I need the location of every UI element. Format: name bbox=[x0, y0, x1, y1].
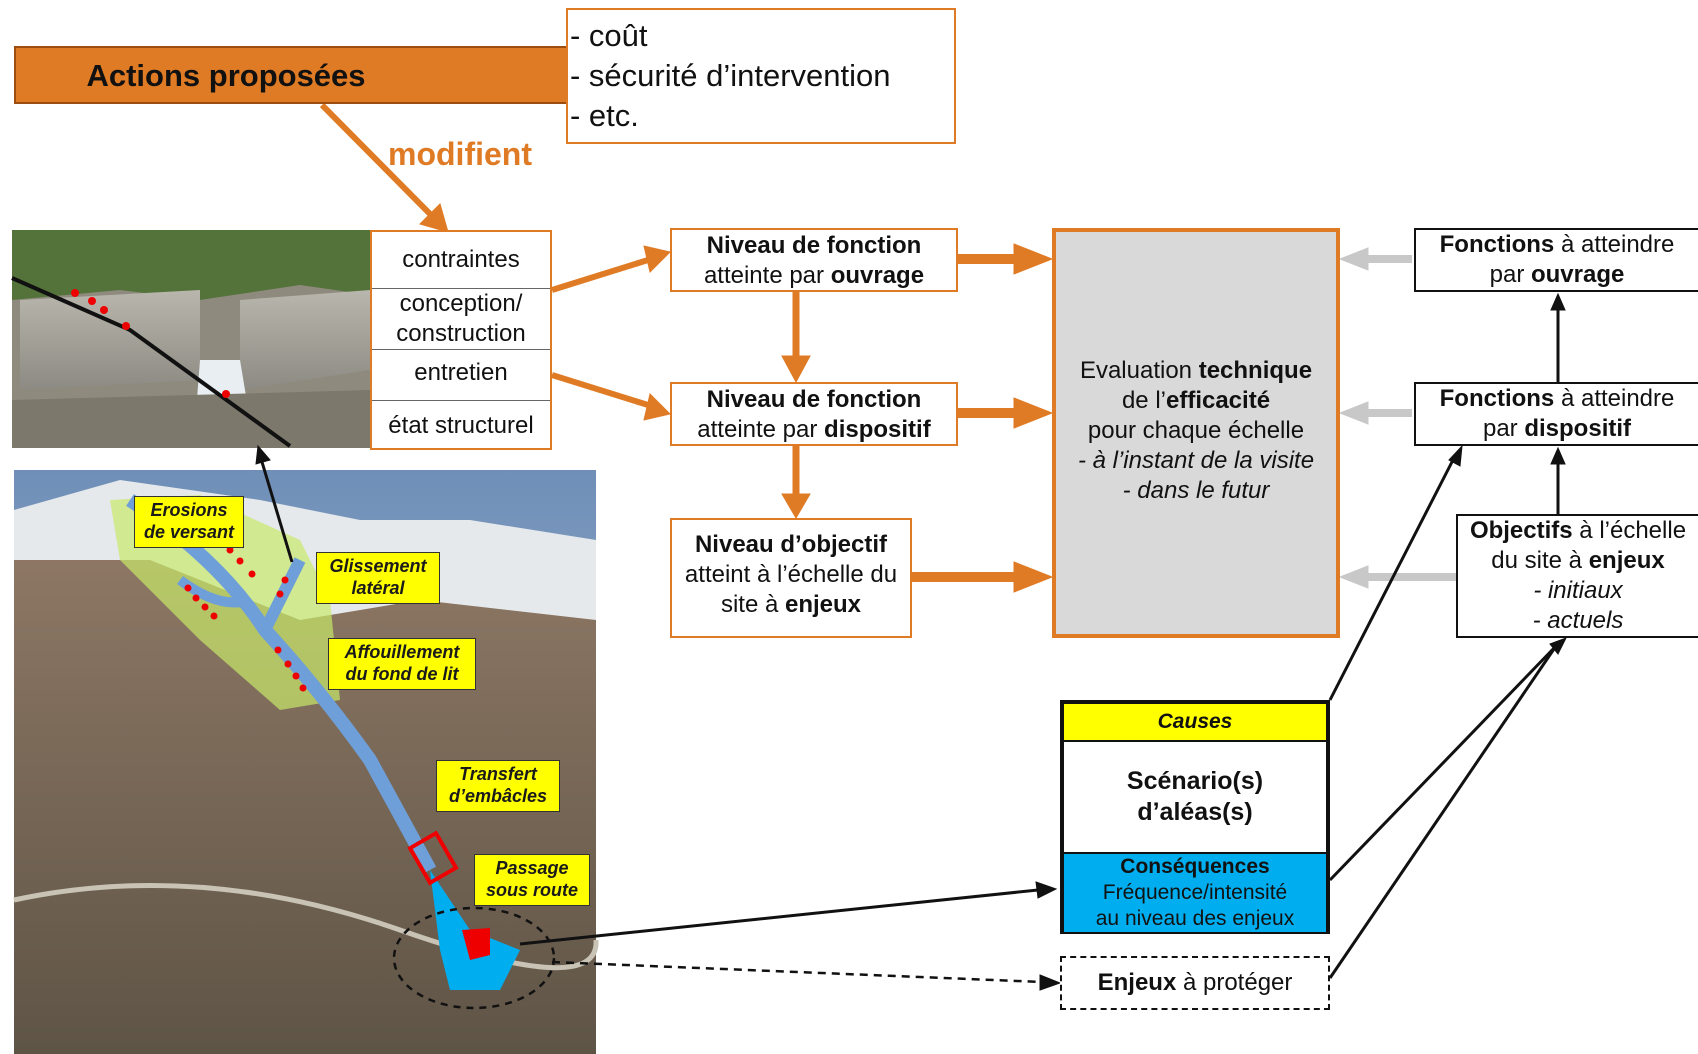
level-dispositif-title: Niveau de fonction bbox=[706, 386, 922, 413]
target-objectifs-line3: - initiaux bbox=[1533, 577, 1623, 604]
orange-arrows bbox=[319, 102, 1054, 593]
label-glissement: Glissement latéral bbox=[316, 552, 440, 604]
level-ouvrage-title: Niveau de fonction bbox=[706, 232, 922, 259]
target-objectifs-box: Objectifs à l’échelle du site à enjeux -… bbox=[1456, 514, 1698, 638]
actions-list-item: - coût bbox=[570, 18, 648, 53]
enjeux-bold: Enjeux bbox=[1097, 969, 1177, 996]
actions-list-box: - coût - sécurité d’intervention - etc. bbox=[566, 8, 956, 144]
label-affouillement: Affouillement du fond de lit bbox=[328, 638, 476, 690]
level-objectif-line2: atteint à l’échelle du bbox=[684, 561, 898, 588]
target-objectifs-line1: Objectifs à l’échelle bbox=[1469, 517, 1687, 544]
level-ouvrage-box: Niveau de fonction atteinte par ouvrage bbox=[670, 228, 958, 292]
evaluation-line1: Evaluation technique bbox=[1079, 357, 1313, 384]
grey-arrows bbox=[1338, 247, 1456, 589]
actions-list-item: - etc. bbox=[570, 98, 639, 133]
structure-item-conception: conception/ construction bbox=[372, 289, 550, 350]
evaluation-line5: - dans le futur bbox=[1122, 477, 1270, 504]
target-objectifs-line4: - actuels bbox=[1532, 607, 1624, 634]
enjeux-rest: à protéger bbox=[1176, 969, 1293, 996]
level-objectif-title: Niveau d’objectif bbox=[694, 531, 888, 558]
consequences-line2: au niveau des enjeux bbox=[1095, 907, 1295, 930]
structure-item-etat: état structurel bbox=[388, 412, 534, 439]
evaluation-line4: - à l’instant de la visite bbox=[1077, 447, 1315, 474]
target-ouvrage-box: Fonctions à atteindre par ouvrage bbox=[1414, 228, 1698, 292]
label-transfert: Transfert d’embâcles bbox=[436, 760, 560, 812]
level-dispositif-sub: atteinte par dispositif bbox=[697, 416, 931, 443]
structure-box: contraintes conception/ construction ent… bbox=[370, 230, 552, 450]
enjeux-box: Enjeux à protéger bbox=[1060, 956, 1330, 1010]
black-arrows bbox=[255, 292, 1568, 991]
actions-title-bar: Actions proposées bbox=[14, 46, 569, 104]
evaluation-line2: de l’efficacité bbox=[1121, 387, 1271, 414]
actions-list-item: - sécurité d’intervention bbox=[570, 58, 891, 93]
scenario-causes: Causes bbox=[1064, 704, 1326, 742]
target-ouvrage-line1: Fonctions à atteindre bbox=[1439, 231, 1675, 258]
target-objectifs-line2: du site à enjeux bbox=[1491, 547, 1665, 574]
evaluation-line3: pour chaque échelle bbox=[1087, 417, 1305, 444]
label-passage: Passage sous route bbox=[474, 854, 590, 906]
consequences-title: Conséquences bbox=[1120, 855, 1270, 878]
scenario-title: Scénario(s) d’aléas(s) bbox=[1064, 742, 1326, 854]
level-objectif-box: Niveau d’objectif atteint à l’échelle du… bbox=[670, 518, 912, 638]
level-ouvrage-sub: atteinte par ouvrage bbox=[703, 262, 925, 289]
check-dam-photo bbox=[11, 230, 370, 448]
structure-item-entretien: entretien bbox=[372, 350, 550, 401]
consequences-line1: Fréquence/intensité bbox=[1102, 881, 1288, 904]
scenario-title-line1: Scénario(s) bbox=[1126, 767, 1264, 795]
level-dispositif-box: Niveau de fonction atteinte par disposit… bbox=[670, 382, 958, 446]
modify-label: modifient bbox=[388, 136, 532, 172]
level-objectif-line3: site à enjeux bbox=[720, 591, 862, 618]
target-dispositif-line1: Fonctions à atteindre bbox=[1439, 385, 1675, 412]
label-erosions: Erosions de versant bbox=[134, 496, 244, 548]
scenario-title-line2: d’aléas(s) bbox=[1137, 798, 1253, 826]
scenario-box: Causes Scénario(s) d’aléas(s) Conséquenc… bbox=[1060, 700, 1330, 934]
scenario-consequences: Conséquences Fréquence/intensité au nive… bbox=[1064, 854, 1326, 932]
target-ouvrage-line2: par ouvrage bbox=[1489, 261, 1625, 288]
structure-item-contraintes: contraintes bbox=[372, 232, 550, 289]
actions-title: Actions proposées bbox=[86, 58, 366, 93]
target-dispositif-box: Fonctions à atteindre par dispositif bbox=[1414, 382, 1698, 446]
evaluation-box: Evaluation technique de l’efficacité pou… bbox=[1052, 228, 1340, 638]
target-dispositif-line2: par dispositif bbox=[1482, 415, 1632, 442]
